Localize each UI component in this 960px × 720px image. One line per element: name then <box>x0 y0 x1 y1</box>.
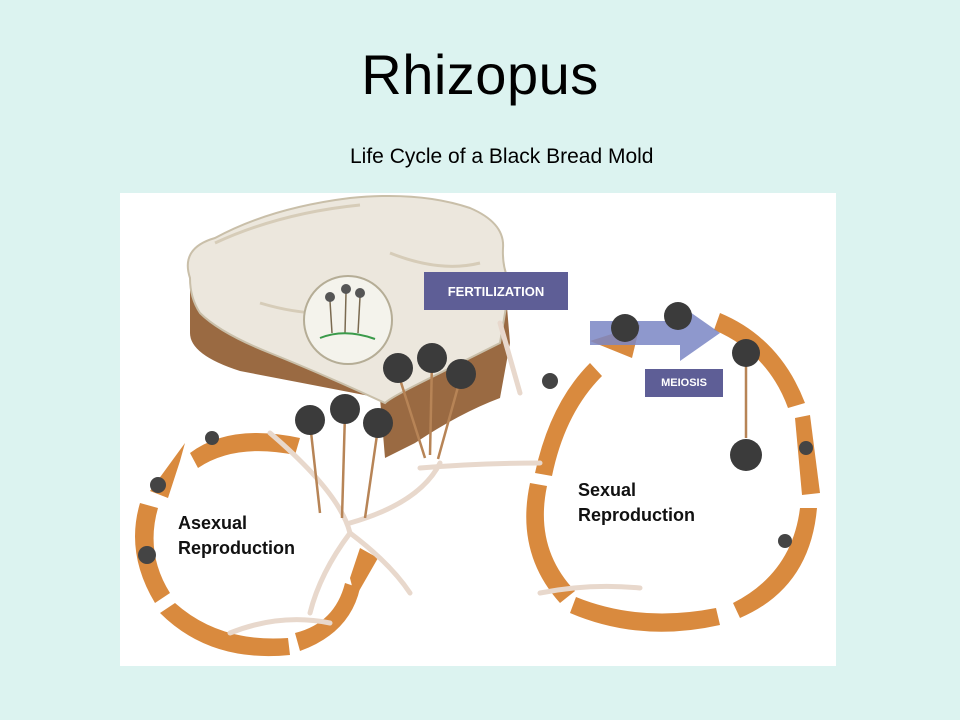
fertilization-label: FERTILIZATION <box>424 272 568 310</box>
sexual-label-line1: Sexual <box>578 480 637 500</box>
life-cycle-illustration <box>135 195 820 657</box>
sporangiophores <box>308 358 748 519</box>
asexual-reproduction-label: Asexual Reproduction <box>178 511 295 561</box>
fertilization-arrow <box>590 305 720 361</box>
sexual-cycle-arrows <box>526 313 820 632</box>
life-cycle-diagram: FERTILIZATION MEIOSIS Asexual Reproducti… <box>120 193 836 666</box>
meiosis-label: MEIOSIS <box>645 369 723 397</box>
sexual-label-line2: Reproduction <box>578 505 695 525</box>
sporangia <box>295 302 762 471</box>
magnified-mold-circle <box>303 275 393 365</box>
hyphae-network <box>227 320 643 636</box>
slide-subtitle: Life Cycle of a Black Bread Mold <box>350 145 654 168</box>
sexual-reproduction-label: Sexual Reproduction <box>578 478 695 528</box>
asexual-label-line2: Reproduction <box>178 538 295 558</box>
spores <box>138 373 813 564</box>
slide-title: Rhizopus <box>361 43 599 106</box>
asexual-label-line1: Asexual <box>178 513 248 533</box>
